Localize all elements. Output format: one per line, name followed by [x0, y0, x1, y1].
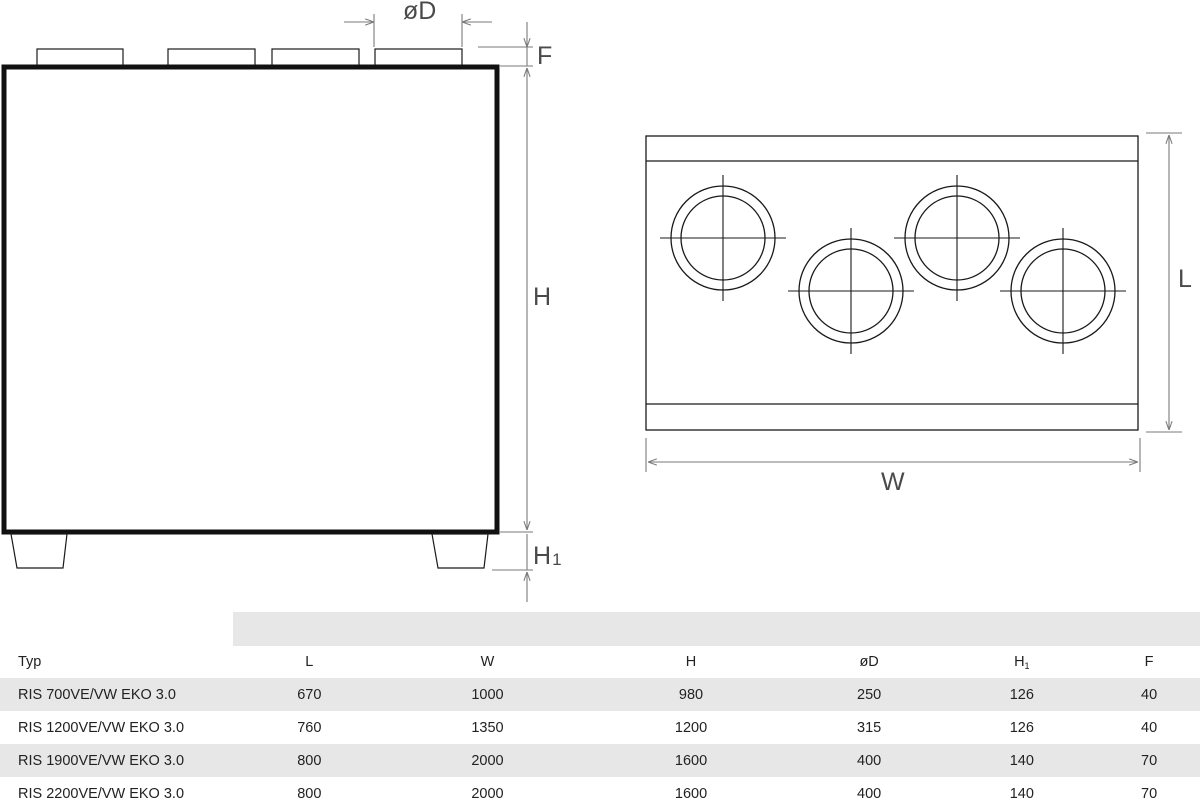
dimension-value-cell: 1000: [385, 678, 590, 711]
leg-height-dimension: [492, 534, 533, 602]
column-header: W: [480, 654, 495, 670]
length-dimension: [1146, 132, 1182, 433]
dimension-value-cell: 1600: [589, 744, 793, 777]
dimension-value-cell: 126: [945, 678, 1099, 711]
dimension-value-cell: 315: [792, 711, 946, 744]
dimension-value-cell: 70: [1098, 744, 1200, 777]
dimension-value-cell: 800: [233, 777, 386, 810]
dimension-value-cell: 980: [589, 678, 793, 711]
top-view: [645, 135, 1139, 431]
dimension-value-cell: 2000: [385, 744, 590, 777]
table-header-band: [0, 612, 1200, 646]
column-header: øD: [859, 654, 879, 670]
dimension-value-cell: 1200: [589, 711, 793, 744]
duct-port-1: [660, 175, 786, 301]
width-dimension: [645, 438, 1141, 472]
duct-port-3: [894, 175, 1020, 301]
model-name-cell: RIS 1900VE/VW EKO 3.0: [0, 744, 233, 777]
dimension-value-cell: 40: [1098, 711, 1200, 744]
model-name-cell: RIS 700VE/VW EKO 3.0: [0, 678, 233, 711]
duct-port-2: [788, 228, 914, 354]
dimension-value-cell: 250: [792, 678, 946, 711]
duct-collar-4: [374, 48, 463, 67]
column-header: L: [305, 654, 314, 670]
duct-collar-3: [271, 48, 360, 67]
dimension-value-cell: 140: [945, 777, 1099, 810]
diameter-label: øD: [403, 0, 436, 25]
left-foot: [10, 533, 68, 569]
unit-body: [1, 64, 500, 535]
model-name-cell: RIS 2200VE/VW EKO 3.0: [0, 777, 233, 810]
dimension-value-cell: 1600: [589, 777, 793, 810]
dimension-value-cell: 670: [233, 678, 386, 711]
height-dimension: [500, 68, 533, 533]
right-foot: [431, 533, 489, 569]
length-label: L: [1178, 265, 1192, 293]
duct-port-4: [1000, 228, 1126, 354]
dimension-value-cell: 800: [233, 744, 386, 777]
dimension-value-cell: 400: [792, 744, 946, 777]
leg-height-label: H1: [533, 542, 562, 570]
dimension-value-cell: 140: [945, 744, 1099, 777]
flange-label: F: [537, 42, 552, 70]
width-label: W: [881, 468, 905, 496]
dimension-value-cell: 400: [792, 777, 946, 810]
duct-collar-2: [167, 48, 256, 67]
flange-dimension: [478, 22, 533, 67]
dimension-value-cell: 40: [1098, 678, 1200, 711]
column-header: H1: [1014, 653, 1030, 671]
column-header: Typ: [18, 654, 42, 670]
height-label: H: [533, 283, 551, 311]
column-header: H: [685, 654, 697, 670]
duct-collar-1: [36, 48, 124, 67]
column-header: F: [1144, 654, 1154, 670]
dimension-value-cell: 1350: [385, 711, 590, 744]
dimension-value-cell: 2000: [385, 777, 590, 810]
model-name-cell: RIS 1200VE/VW EKO 3.0: [0, 711, 233, 744]
dimension-value-cell: 760: [233, 711, 386, 744]
dimension-value-cell: 126: [945, 711, 1099, 744]
dimension-value-cell: 70: [1098, 777, 1200, 810]
diameter-dimension: [344, 14, 492, 47]
front-view: [1, 48, 500, 569]
technical-drawing: øD F H H1 L W: [1, 0, 1192, 602]
